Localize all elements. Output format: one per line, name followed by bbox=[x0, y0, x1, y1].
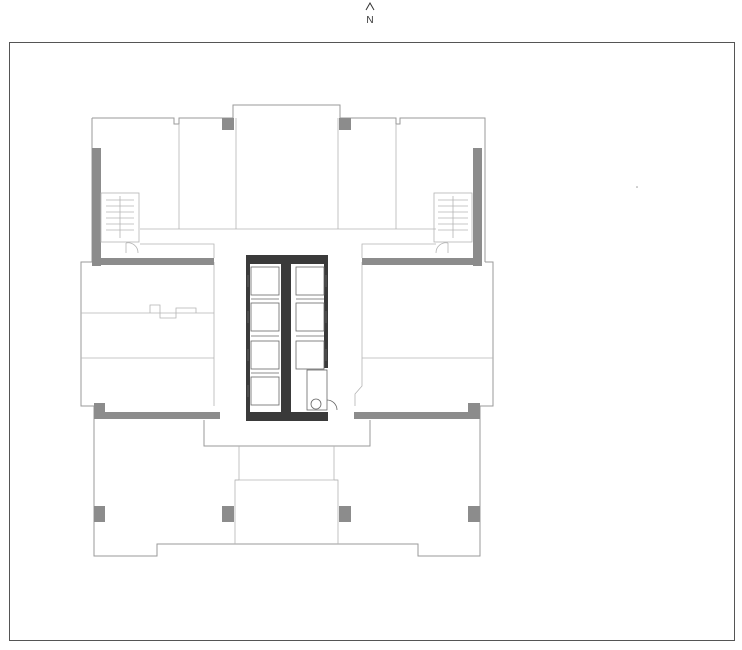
stair-west bbox=[100, 192, 140, 254]
elevator-core bbox=[246, 255, 338, 421]
structural-columns bbox=[94, 118, 480, 522]
drawing-frame bbox=[9, 42, 735, 641]
north-arrow: N bbox=[365, 1, 375, 26]
room-partitions bbox=[81, 118, 493, 544]
elevator-cars bbox=[247, 266, 327, 406]
survey-mark bbox=[636, 186, 638, 188]
north-arrow-icon bbox=[365, 1, 375, 11]
building-outline bbox=[80, 104, 494, 557]
service-room bbox=[306, 369, 338, 411]
north-label: N bbox=[366, 15, 373, 26]
structural-walls bbox=[92, 148, 482, 419]
stair-east bbox=[433, 192, 473, 254]
